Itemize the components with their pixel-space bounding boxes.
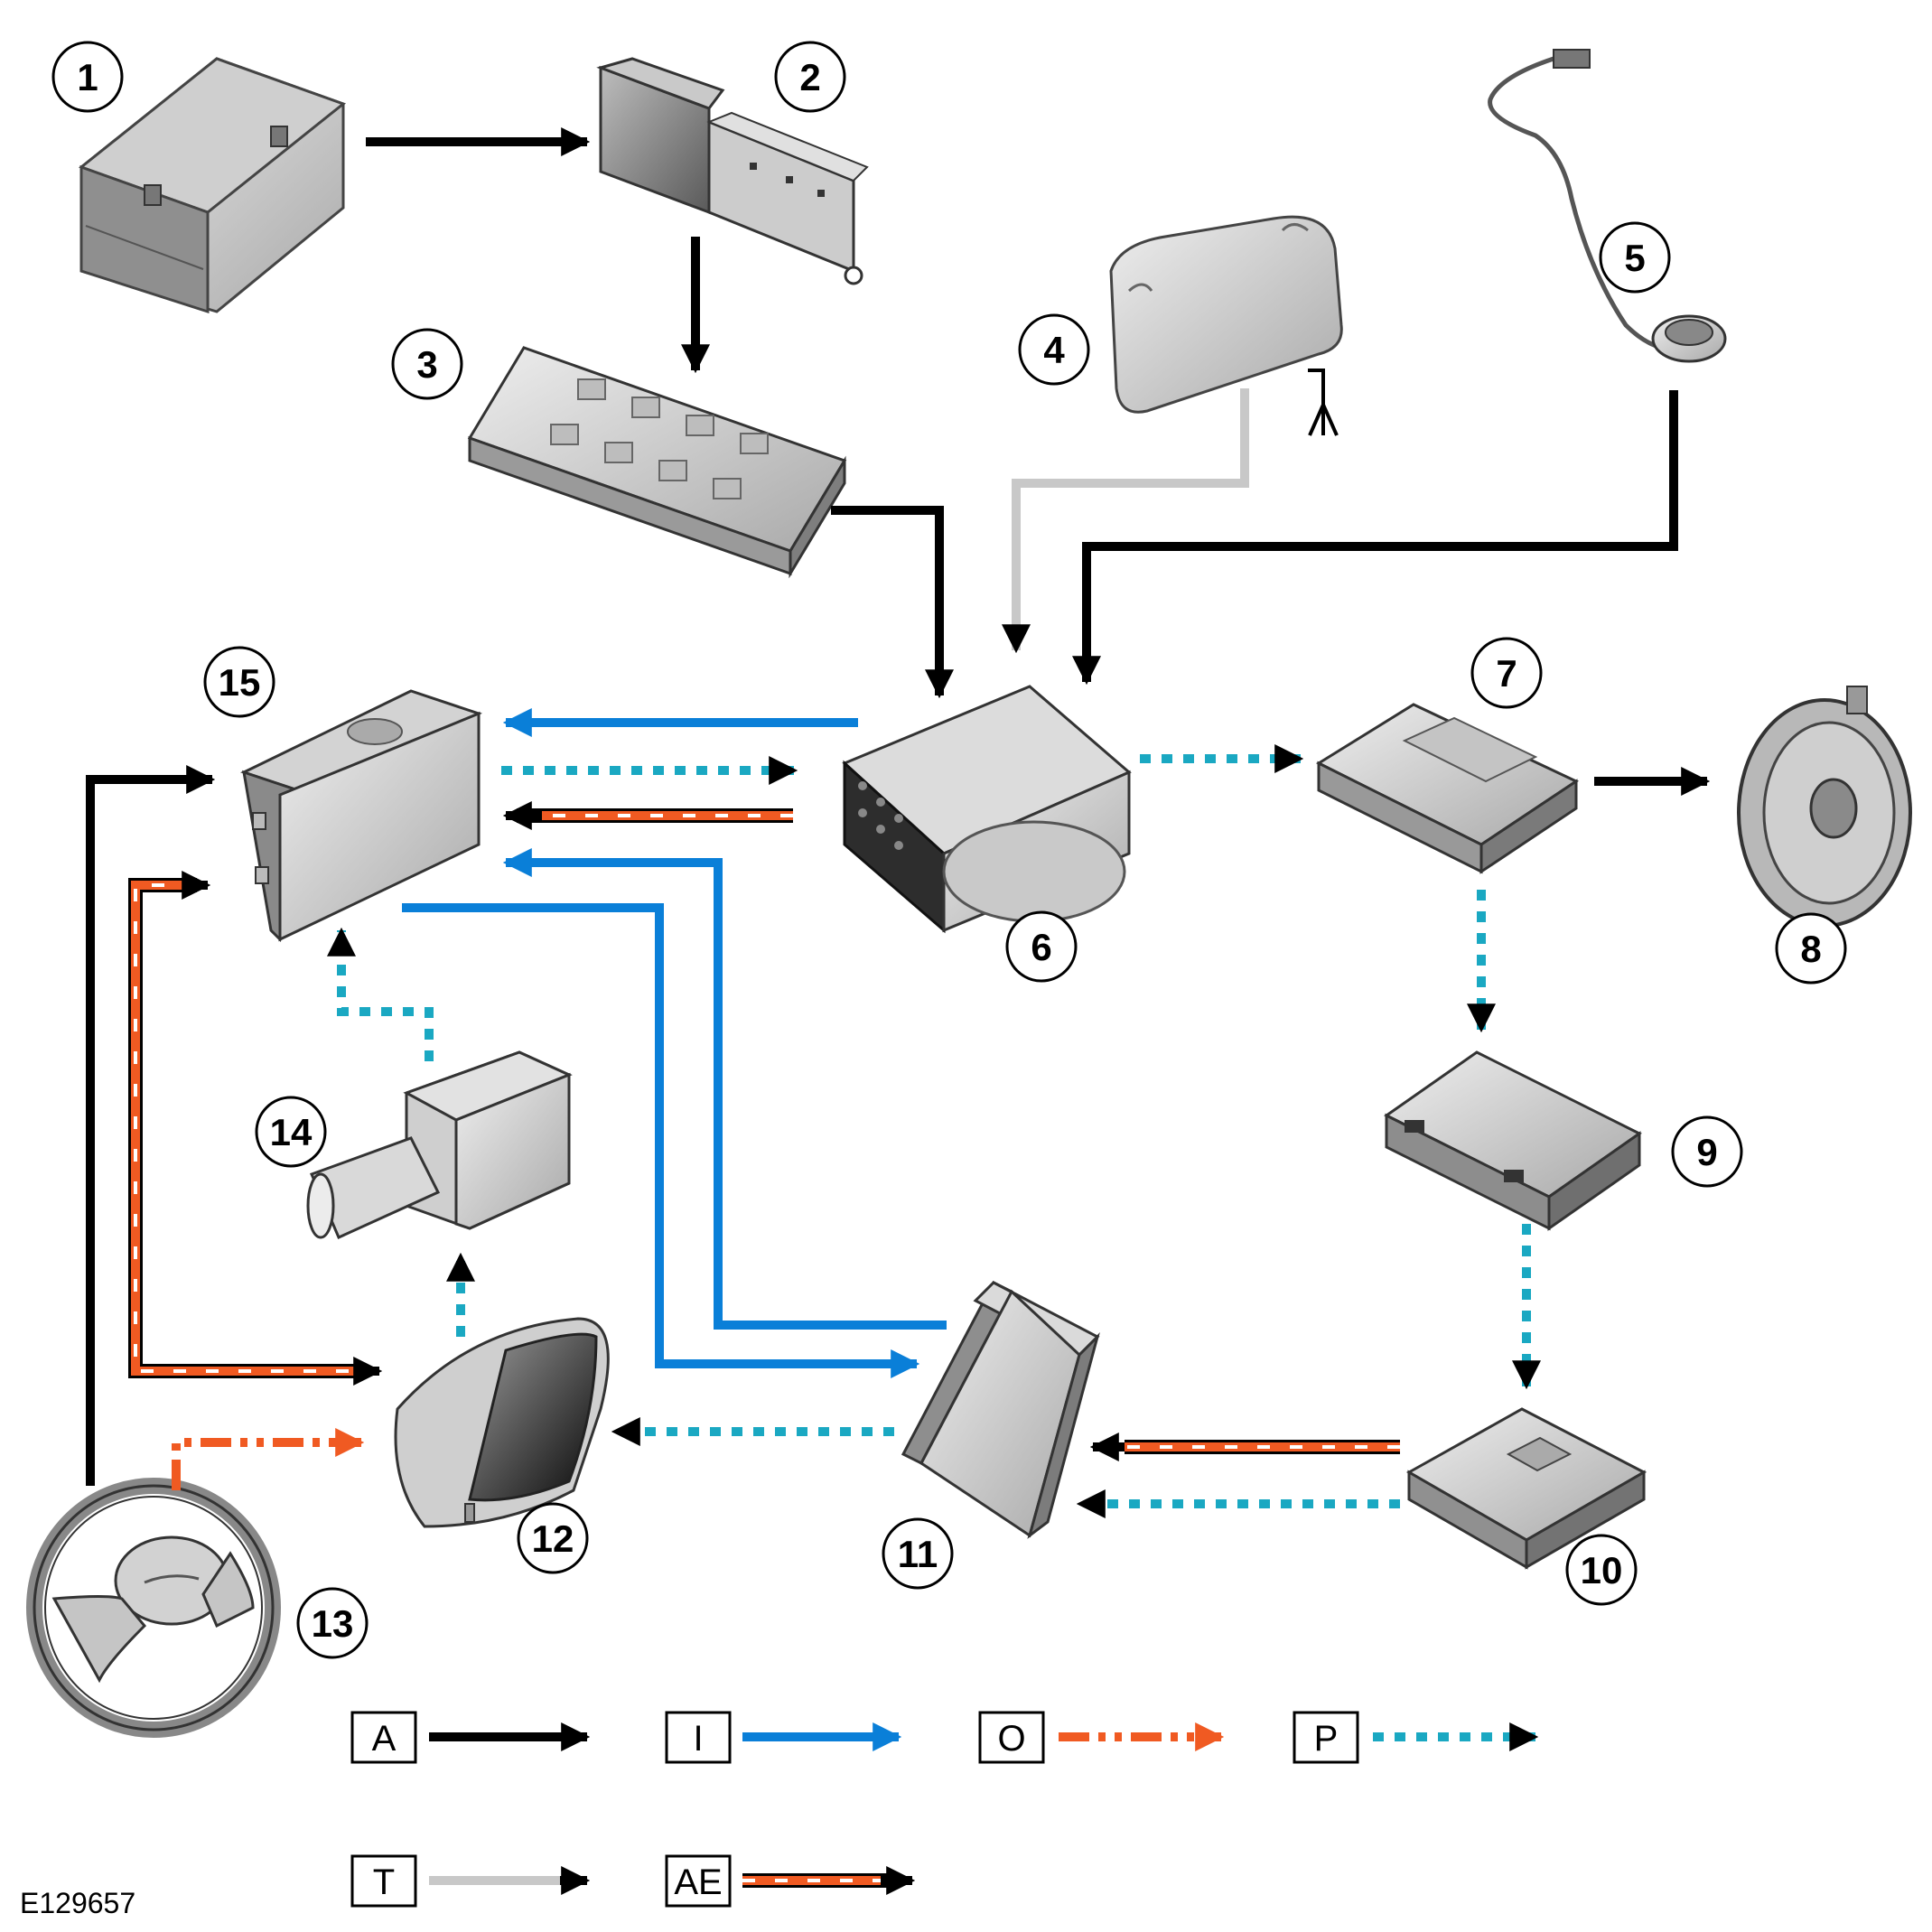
- module-icon-9: [1384, 1050, 1642, 1231]
- connection-4-6: [1001, 388, 1249, 654]
- callout-11: 11: [882, 1517, 954, 1590]
- callout-13: 13: [296, 1587, 369, 1659]
- display-module-icon: [240, 689, 482, 943]
- legend: A I O P T AE: [350, 1711, 1539, 1908]
- steering-wheel-icon: [26, 1478, 281, 1738]
- connection-3-6: [831, 506, 955, 699]
- callouts: 1 2 3 4 5 6 7 8 9 10 11 12 13 14 15: [51, 41, 1847, 1659]
- connection-14-15-P: [326, 927, 434, 1061]
- callout-label: 6: [1031, 926, 1051, 968]
- battery-junction-box-icon: [596, 57, 869, 285]
- callout-label: 14: [270, 1111, 313, 1153]
- legend-item-T: T: [350, 1854, 591, 1908]
- audio-head-unit-icon: [842, 685, 1132, 934]
- legend-item-AE: AE: [665, 1854, 916, 1908]
- callout-label: 3: [416, 343, 437, 386]
- connection-5-6: [1071, 390, 1678, 686]
- callout-3: 3: [391, 328, 463, 400]
- connection-11-15-I: [502, 847, 947, 1330]
- reference-id: E129657: [20, 1887, 135, 1919]
- callout-7: 7: [1470, 637, 1543, 709]
- callout-label: 8: [1800, 928, 1821, 970]
- callout-label: 1: [77, 56, 98, 98]
- callout-15: 15: [203, 646, 275, 718]
- callout-label: 4: [1043, 329, 1065, 371]
- legend-item-P: P: [1293, 1711, 1539, 1764]
- connection-13-12-O: [172, 1427, 365, 1490]
- legend-item-O: O: [978, 1711, 1225, 1764]
- callout-8: 8: [1775, 912, 1847, 985]
- callout-label: 9: [1696, 1131, 1717, 1173]
- legend-item-I: I: [665, 1711, 902, 1764]
- legend-label: P: [1314, 1719, 1339, 1759]
- legend-label: I: [693, 1719, 703, 1759]
- callout-label: 10: [1581, 1549, 1623, 1591]
- callout-label: 5: [1624, 237, 1645, 279]
- legend-label: T: [373, 1862, 395, 1902]
- callout-10: 10: [1565, 1534, 1638, 1606]
- callout-label: 15: [219, 661, 261, 704]
- callout-label: 2: [799, 56, 820, 98]
- usb-connector-icon: [306, 1050, 573, 1239]
- microphone-harness-icon: [1488, 49, 1727, 363]
- legend-label: A: [372, 1719, 397, 1759]
- connection-15-12-AE: [128, 870, 383, 1386]
- callout-4: 4: [1018, 313, 1090, 386]
- callout-label: 12: [532, 1517, 574, 1560]
- control-module-icon: [901, 1281, 1100, 1539]
- fuse-box-icon: [467, 346, 847, 579]
- battery-icon: [78, 57, 347, 314]
- callout-label: 11: [898, 1533, 938, 1575]
- amplifier-icon: [1315, 703, 1580, 874]
- callout-12: 12: [517, 1502, 589, 1574]
- antenna-module-icon: [1109, 215, 1343, 436]
- callout-6: 6: [1005, 910, 1078, 983]
- callout-9: 9: [1671, 1115, 1743, 1188]
- callout-1: 1: [51, 41, 124, 113]
- legend-label: O: [997, 1719, 1025, 1759]
- speaker-icon: [1737, 686, 1912, 928]
- callout-label: 13: [312, 1602, 354, 1645]
- module-icon-10: [1405, 1407, 1647, 1570]
- callout-2: 2: [774, 41, 846, 113]
- callout-14: 14: [255, 1096, 327, 1168]
- connection-15-11-I: [402, 903, 920, 1379]
- connection-13-15: [86, 764, 216, 1486]
- legend-item-A: A: [350, 1711, 591, 1764]
- callout-label: 7: [1496, 652, 1517, 695]
- callout-5: 5: [1599, 221, 1671, 294]
- legend-label: AE: [674, 1862, 722, 1902]
- instrument-cluster-icon: [394, 1317, 610, 1528]
